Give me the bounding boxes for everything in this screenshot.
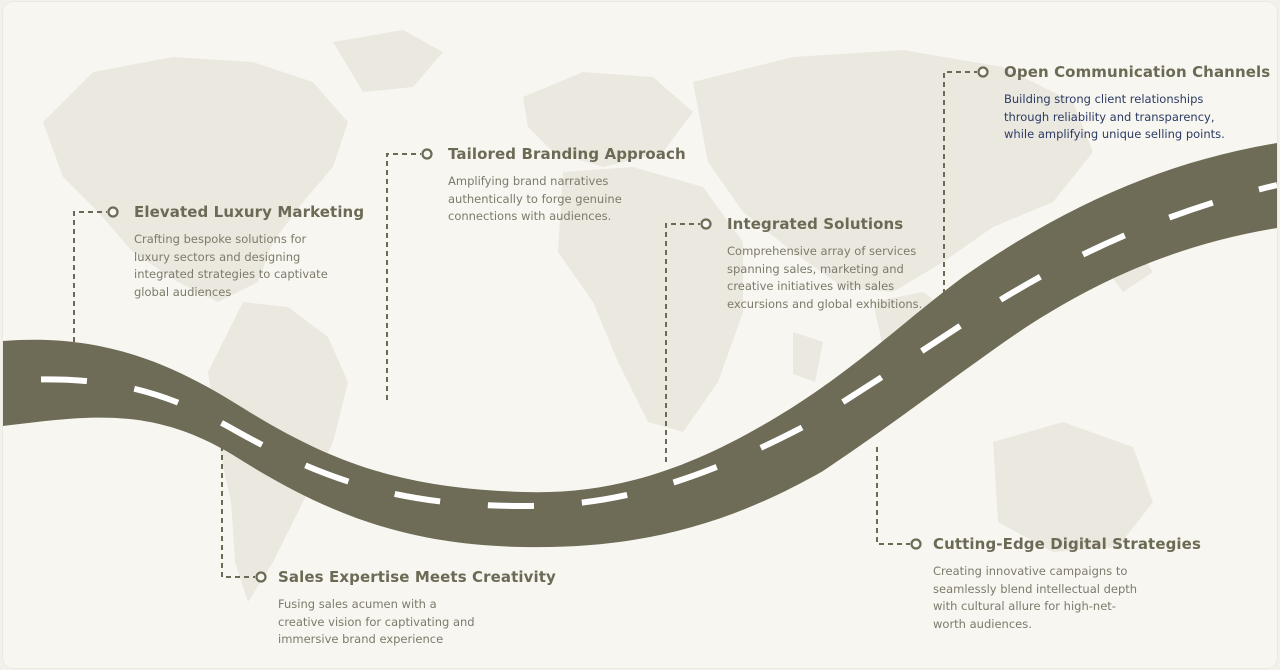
description-line: creative vision for captivating and	[278, 614, 475, 629]
description-line: Crafting bespoke solutions for	[134, 232, 307, 246]
description-line: luxury sectors and designing	[134, 249, 301, 264]
marker-tailored-branding-icon	[421, 148, 433, 160]
road-lane-dashes	[3, 182, 1277, 510]
description-line: Amplifying brand narratives	[448, 174, 609, 188]
description-line: creative initiatives with sales	[727, 279, 895, 293]
milestone-title: Integrated Solutions	[727, 215, 904, 233]
marker-sales-expertise-icon	[255, 571, 267, 583]
milestone-description: Creating innovative campaigns to seamles…	[933, 563, 1201, 633]
roadmap-graphic	[3, 30, 1277, 602]
description-line: Building strong client relationships	[1004, 92, 1204, 106]
description-line: immersive brand experience	[278, 632, 444, 646]
milestone-description: Building strong client relationships thr…	[1004, 91, 1270, 144]
description-line: worth audiences.	[933, 616, 1032, 631]
milestone-description: Fusing sales acumen with a creative visi…	[278, 596, 556, 649]
description-line: excursions and global exhibitions.	[727, 296, 923, 311]
connector-integrated-solutions	[665, 223, 700, 462]
marker-open-communication-icon	[977, 66, 989, 78]
description-line: spanning sales, marketing and	[727, 261, 904, 276]
connector-sales-expertise	[221, 446, 255, 578]
connector-open-communication	[943, 71, 977, 294]
description-line: while amplifying unique selling points.	[1004, 127, 1225, 141]
milestone-sales-expertise-meets-creativity: Sales Expertise Meets Creativity Fusing …	[278, 568, 556, 649]
milestone-title: Tailored Branding Approach	[448, 145, 686, 163]
connector-tailored-branding	[386, 153, 421, 400]
description-line: connections with audiences.	[448, 209, 612, 223]
milestone-title: Open Communication Channels	[1004, 63, 1271, 81]
marker-integrated-solutions-icon	[700, 218, 712, 230]
connector-elevated-luxury	[73, 211, 107, 342]
milestone-description: Comprehensive array of services spanning…	[727, 243, 922, 313]
description-line: Fusing sales acumen with a	[278, 597, 437, 611]
milestone-cutting-edge-digital-strategies: Cutting-Edge Digital Strategies Creating…	[933, 535, 1201, 633]
connector-digital-strategies	[876, 447, 910, 545]
milestone-tailored-branding-approach: Tailored Branding Approach Amplifying br…	[448, 145, 686, 226]
description-line: authentically to forge genuine	[448, 191, 622, 206]
description-line: global audiences	[134, 284, 232, 299]
milestone-open-communication-channels: Open Communication Channels Building str…	[1004, 63, 1270, 144]
milestone-description: Amplifying brand narratives authenticall…	[448, 173, 686, 226]
milestone-title: Elevated Luxury Marketing	[134, 203, 365, 221]
description-line: integrated strategies to captivate	[134, 267, 328, 281]
roadmap-canvas: Elevated Luxury Marketing Crafting bespo…	[3, 2, 1277, 668]
milestone-title: Cutting-Edge Digital Strategies	[933, 535, 1201, 553]
description-line: with cultural allure for high-net-	[933, 599, 1116, 613]
description-line: through reliability and transparency,	[1004, 109, 1215, 124]
marker-digital-strategies-icon	[910, 538, 922, 550]
milestone-title: Sales Expertise Meets Creativity	[278, 568, 556, 586]
description-line: seamlessly blend intellectual depth	[933, 581, 1138, 596]
description-line: Creating innovative campaigns to	[933, 564, 1128, 578]
milestone-description: Crafting bespoke solutions for luxury se…	[134, 231, 364, 301]
milestone-integrated-solutions: Integrated Solutions Comprehensive array…	[727, 215, 922, 313]
description-line: Comprehensive array of services	[727, 244, 917, 258]
road	[3, 143, 1277, 548]
marker-elevated-luxury-icon	[107, 206, 119, 218]
milestone-elevated-luxury-marketing: Elevated Luxury Marketing Crafting bespo…	[134, 203, 364, 301]
